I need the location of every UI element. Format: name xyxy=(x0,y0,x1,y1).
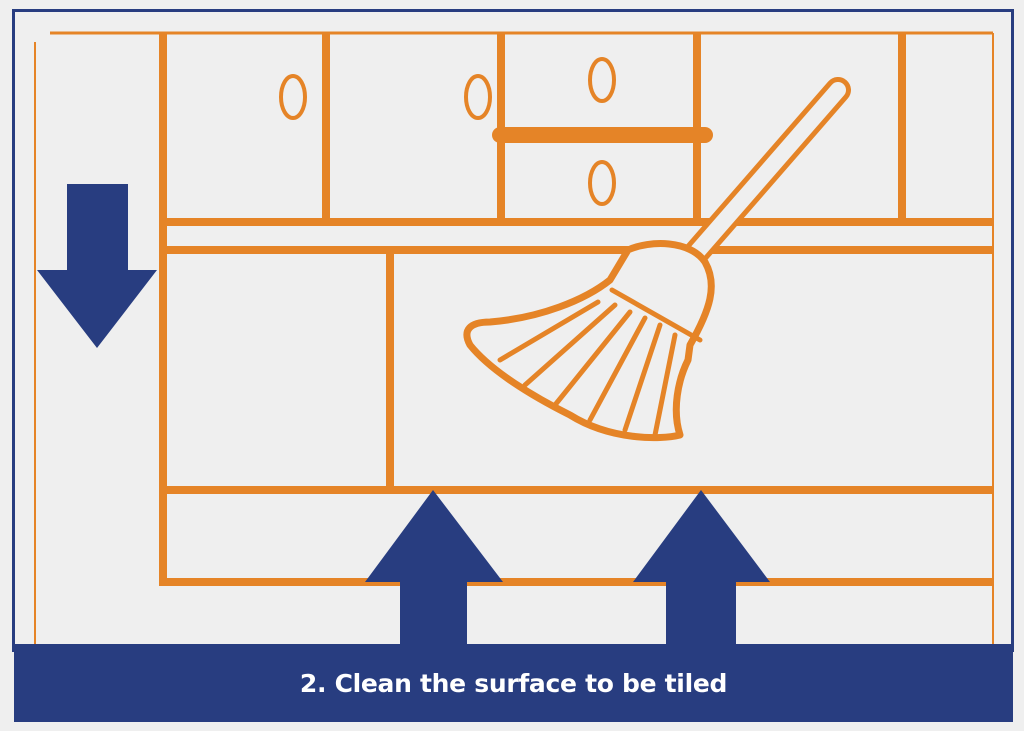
up-arrow-icon xyxy=(365,490,503,645)
broom-icon xyxy=(463,77,851,442)
up-arrow-icon xyxy=(633,490,770,645)
knob xyxy=(588,160,616,206)
cabinets-and-wall xyxy=(34,31,994,644)
caption-banner: 2. Clean the surface to be tiled xyxy=(14,644,1013,722)
knob xyxy=(464,74,492,120)
knob xyxy=(279,74,307,120)
down-arrow-icon xyxy=(37,184,157,348)
knob xyxy=(588,57,616,103)
caption-text: 2. Clean the surface to be tiled xyxy=(299,668,728,698)
